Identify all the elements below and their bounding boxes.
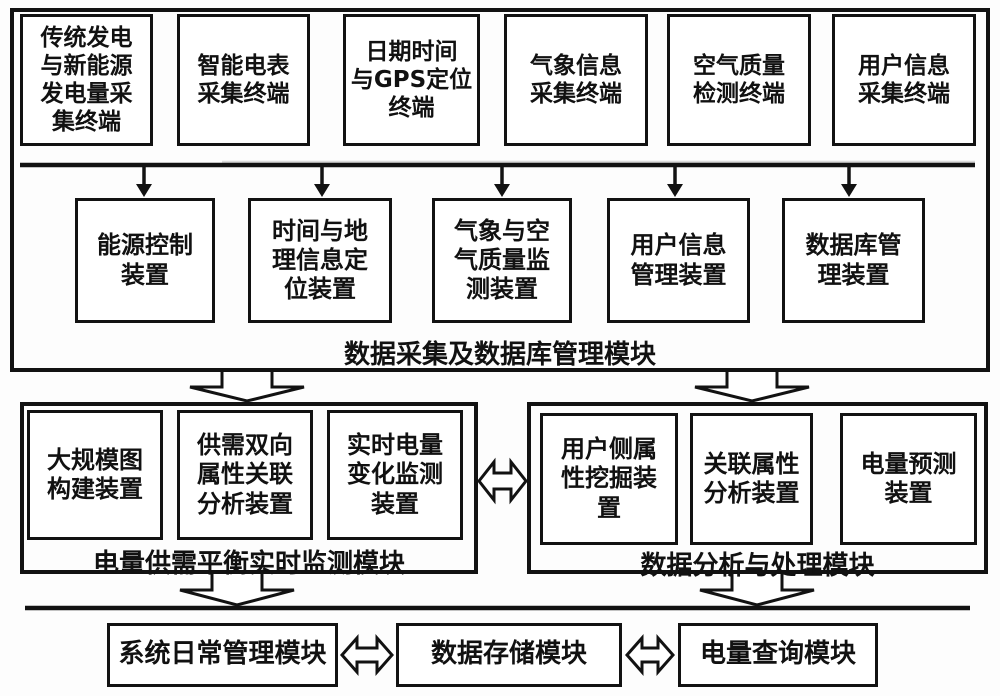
double-arrow-system-storage bbox=[339, 634, 395, 676]
block-arrow-analysis-to-bus bbox=[699, 570, 815, 607]
terminal-generation-collection: 传统发电 与新能源 发电量采 集终端 bbox=[20, 14, 153, 146]
arrow-head-time-geo bbox=[314, 184, 330, 197]
arrow-head-user-mgmt bbox=[667, 184, 683, 197]
device-supply-demand-association: 供需双向 属性关联 分析装置 bbox=[177, 410, 313, 540]
terminal-weather-info: 气象信息 采集终端 bbox=[504, 14, 648, 146]
terminal-smart-meter: 智能电表 采集终端 bbox=[177, 14, 310, 146]
device-database-management: 数据库管 理装置 bbox=[782, 198, 925, 323]
block-arrow-monitoring-to-bus bbox=[179, 570, 295, 607]
bus-to-device-arrows bbox=[136, 166, 857, 197]
arrow-head-energy bbox=[136, 184, 152, 197]
module-system-daily-management: 系统日常管理模块 bbox=[107, 623, 338, 687]
arrow-head-database bbox=[841, 184, 857, 197]
double-arrow-storage-query bbox=[624, 634, 676, 676]
block-arrow-collection-to-monitoring bbox=[189, 368, 305, 403]
data-collection-module-label: 数据采集及数据库管理模块 bbox=[343, 340, 656, 370]
module-data-storage: 数据存储模块 bbox=[396, 623, 622, 687]
terminal-air-quality: 空气质量 检测终端 bbox=[667, 14, 811, 146]
block-arrow-collection-to-analysis bbox=[694, 368, 810, 403]
device-user-side-mining: 用户侧属 性挖掘装 置 bbox=[540, 413, 678, 545]
monitoring-module-container bbox=[20, 402, 478, 574]
monitoring-module-label: 电量供需平衡实时监测模块 bbox=[92, 549, 405, 579]
terminal-user-info: 用户信息 采集终端 bbox=[832, 14, 976, 146]
device-large-graph-construction: 大规模图 构建装置 bbox=[27, 410, 163, 540]
analysis-module-container bbox=[527, 402, 988, 574]
arrow-head-weather bbox=[494, 184, 510, 197]
data-collection-module-container bbox=[10, 8, 990, 372]
device-power-prediction: 电量预测 装置 bbox=[840, 413, 977, 545]
device-realtime-power-monitoring: 实时电量 变化监测 装置 bbox=[327, 410, 463, 540]
device-user-info-management: 用户信息 管理装置 bbox=[607, 198, 750, 323]
device-time-geo-positioning: 时间与地 理信息定 位装置 bbox=[248, 198, 392, 323]
analysis-module-label: 数据分析与处理模块 bbox=[640, 551, 875, 581]
device-energy-control: 能源控制 装置 bbox=[75, 198, 215, 323]
module-power-query: 电量查询模块 bbox=[678, 623, 878, 687]
device-association-analysis: 关联属性 分析装置 bbox=[690, 413, 813, 545]
terminal-date-gps: 日期时间 与GPS定位 终端 bbox=[343, 14, 480, 146]
device-weather-air-monitoring: 气象与空 气质量监 测装置 bbox=[432, 198, 572, 323]
double-arrow-monitoring-analysis bbox=[477, 457, 528, 505]
